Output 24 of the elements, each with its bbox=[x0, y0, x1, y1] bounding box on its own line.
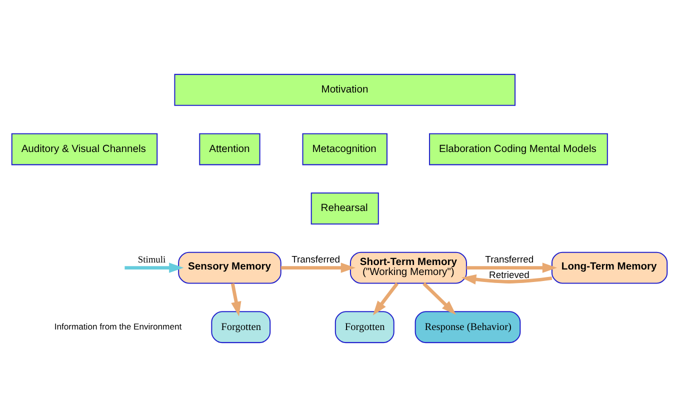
label: Information from the Environment bbox=[54, 321, 182, 332]
node-box: Long-Term Memory bbox=[551, 252, 668, 284]
edge-label: Stimuli bbox=[138, 255, 166, 266]
node-box: Motivation bbox=[174, 74, 516, 106]
arrow bbox=[372, 282, 399, 316]
node-box: Attention bbox=[199, 133, 260, 166]
node-box: Short-Term Memory ("Working Memory") bbox=[350, 252, 467, 284]
arrow bbox=[422, 282, 456, 315]
node-box: Metacognition bbox=[302, 133, 388, 166]
node-box: Response (Behavior) bbox=[414, 311, 521, 344]
node-box: Sensory Memory bbox=[178, 252, 282, 284]
edge-label: Transferred bbox=[292, 254, 340, 266]
node-box: Forgotten bbox=[334, 311, 394, 344]
arrow bbox=[466, 262, 558, 273]
node-box: Forgotten bbox=[211, 311, 271, 344]
node-box: Elaboration Coding Mental Models bbox=[429, 133, 608, 166]
node-box: Auditory & Visual Channels bbox=[11, 133, 158, 166]
arrow bbox=[230, 283, 242, 316]
edge-label: Retrieved bbox=[489, 270, 530, 281]
arrow bbox=[124, 262, 184, 273]
edge-label: Transferred bbox=[485, 254, 534, 266]
arrow bbox=[280, 262, 356, 273]
node-box: Rehearsal bbox=[310, 192, 379, 224]
arrow bbox=[461, 274, 552, 285]
